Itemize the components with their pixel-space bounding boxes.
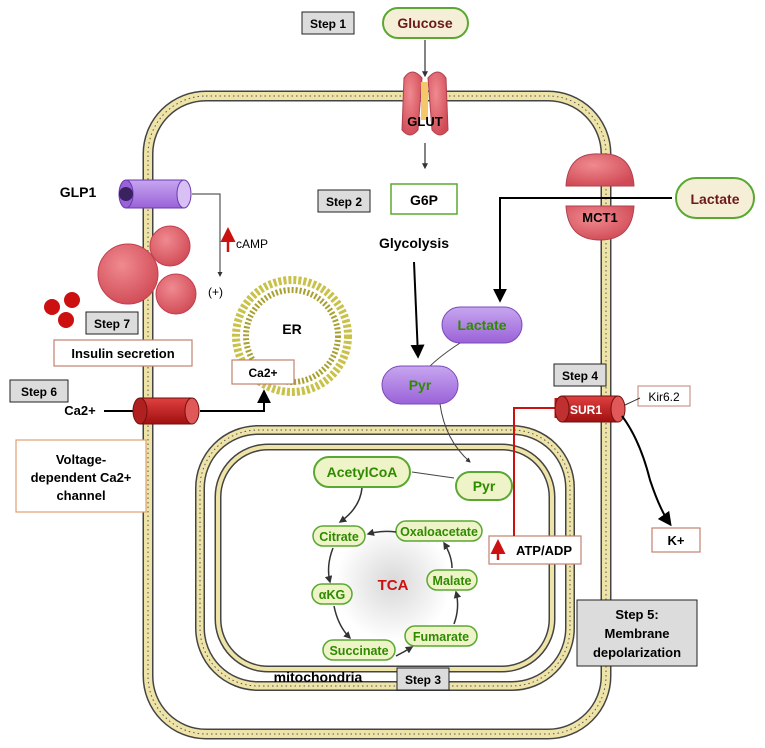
glp1-receptor [118,179,192,209]
ca-er-text: Ca2+ [248,366,277,380]
step-1-label: Step 1 [301,11,355,35]
step-5-text-2: Membrane [604,626,669,641]
link-sur1-kir [624,397,641,406]
kir62-box: Kir6.2 [637,385,691,407]
akg-text: αKG [319,588,345,602]
g6p-text: G6P [410,192,438,208]
arrow-akg-succinate [333,605,352,640]
insulin-secretion-text: Insulin secretion [71,346,174,361]
pyr-cytoplasm-node: Pyr [381,365,459,405]
pyr-mito-text: Pyr [473,478,496,494]
sur1-text: SUR1 [570,403,602,417]
plus-text: (+) [208,285,223,299]
oxaloacetate-node: Oxaloacetate [395,520,483,542]
citrate-text: Citrate [319,530,359,544]
mct1-text: MCT1 [582,210,617,225]
tca-cycle: TCA Citrate Oxaloacetate Malate Fumarate… [311,520,483,661]
mitochondria-text: mitochondria [274,669,363,685]
glucose-node: Glucose [382,7,469,39]
k-plus-text: K+ [668,533,685,548]
succinate-node: Succinate [322,639,396,661]
mct1-transporter: MCT1 [565,153,635,241]
malate-text: Malate [433,574,472,588]
akg-node: αKG [311,583,353,605]
step-5-text-3: depolarization [593,645,681,660]
arrow-k-efflux [621,415,672,527]
arrow-ca-to-er [200,389,271,412]
lactate-intracellular-text: Lactate [457,317,506,333]
step-1-text: Step 1 [310,17,346,31]
arrow-glp1-signal [192,193,223,277]
camp-text: cAMP [236,237,268,251]
glut-text: GLUT [407,114,442,129]
arrow-fumarate-malate [453,590,462,625]
glycolysis-text: Glycolysis [379,235,449,251]
malate-node: Malate [426,569,478,591]
step-3-text: Step 3 [405,673,441,687]
citrate-node: Citrate [312,525,366,547]
kir62-text: Kir6.2 [648,390,680,404]
glut-transporter: GLUT [401,71,449,136]
step-6-text: Step 6 [21,385,57,399]
acetylcoa-node: AcetylCoA [313,456,411,488]
voltage-ca-channel [132,397,200,425]
step-5-label: Step 5: Membrane depolarization [576,599,698,667]
vdcc-text-3: channel [56,488,105,503]
endoplasmic-reticulum: ER [232,276,352,396]
lactate-extracellular-text: Lactate [690,191,739,207]
fumarate-text: Fumarate [413,630,469,644]
step-2-label: Step 2 [317,189,371,213]
step-6-label: Step 6 [9,379,69,403]
glucose-text: Glucose [397,15,452,31]
arrow-glycolysis-pyr [410,261,425,359]
sur1-channel: SUR1 [554,395,626,423]
pyr-mito-node: Pyr [455,471,513,501]
inhibition-line-atp-sur1 [513,407,556,536]
k-plus-box: K+ [651,527,701,553]
pyr-cytoplasm-text: Pyr [409,377,432,393]
arrow-succinate-fumarate [395,646,414,657]
vdcc-text-2: dependent Ca2+ [31,470,132,485]
atp-adp-box: ATP/ADP [488,535,582,565]
link-lactate-pyr [427,342,461,369]
glp1-ligand-icon [119,187,133,201]
step-5-text-1: Step 5: [615,607,658,622]
arrow-citrate-akg [324,547,334,584]
ca-extracellular-text: Ca2+ [64,403,96,418]
arrow-malate-oxaloacetate [443,541,453,569]
succinate-text: Succinate [329,644,388,658]
arrow-pyr-mito [439,403,471,463]
step-4-label: Step 4 [553,363,607,387]
vdcc-text-1: Voltage- [56,452,106,467]
arrow-acetylcoa-citrate [338,487,363,523]
lactate-intracellular-node: Lactate [441,306,523,344]
atp-adp-text: ATP/ADP [516,543,572,558]
insulin-granules [44,225,197,328]
tca-text: TCA [378,577,409,594]
vdcc-box: Voltage- dependent Ca2+ channel [15,439,147,513]
step-7-label: Step 7 [85,311,139,335]
step-2-text: Step 2 [326,195,362,209]
fumarate-node: Fumarate [404,625,478,647]
arrow-oxaloacetate-citrate [366,528,397,536]
ca-er-box: Ca2+ [231,359,295,385]
insulin-secretion-box: Insulin secretion [53,339,193,367]
tca-center [335,525,451,641]
glp1-text: GLP1 [60,184,97,200]
er-text: ER [282,321,301,337]
link-pyr-acetylcoa [411,471,455,479]
lactate-extracellular-node: Lactate [675,177,755,219]
oxaloacetate-text: Oxaloacetate [400,525,478,539]
acetylcoa-text: AcetylCoA [327,464,398,480]
g6p-node: G6P [390,183,458,215]
arrow-lactate-import [493,197,672,303]
step-3-label: Step 3 [396,667,450,691]
step-4-text: Step 4 [562,369,598,383]
step-7-text: Step 7 [94,317,130,331]
